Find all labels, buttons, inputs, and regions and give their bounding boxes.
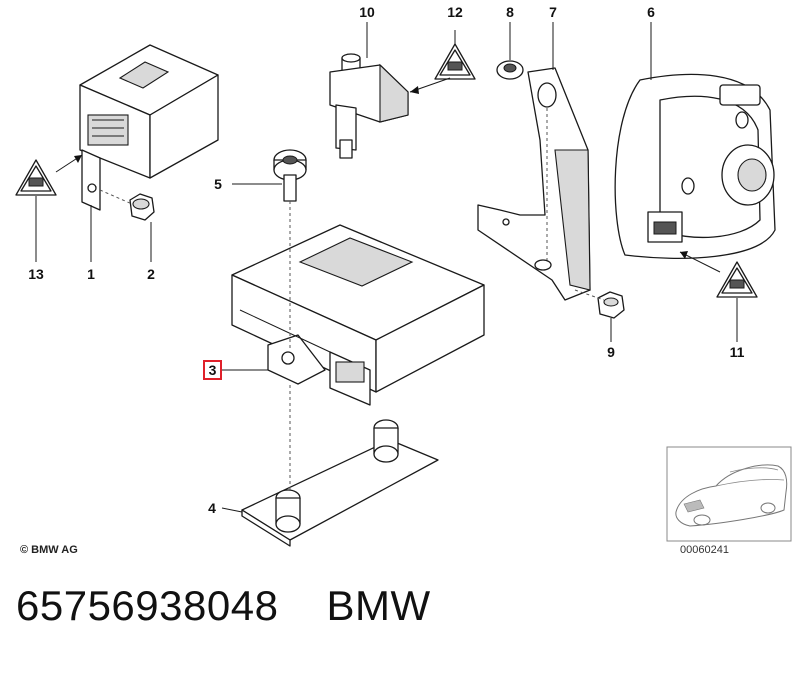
grommet-part-8[interactable] bbox=[496, 60, 524, 80]
car-icon bbox=[675, 464, 788, 527]
callout-1: 1 bbox=[87, 266, 95, 282]
warning-triangle-icon bbox=[434, 43, 476, 80]
bracket-part-7[interactable] bbox=[477, 67, 591, 301]
control-unit-part-3[interactable] bbox=[231, 224, 485, 406]
mounting-plate-part-4[interactable] bbox=[241, 419, 439, 547]
callout-5: 5 bbox=[214, 176, 222, 192]
callout-9: 9 bbox=[607, 344, 615, 360]
callout-12: 12 bbox=[447, 4, 463, 20]
callout-2: 2 bbox=[147, 266, 155, 282]
copyright-text: © BMW AG bbox=[20, 544, 78, 556]
nut-part-2[interactable] bbox=[129, 193, 155, 221]
callout-13: 13 bbox=[28, 266, 44, 282]
warning-triangle-icon bbox=[15, 159, 57, 196]
callout-7: 7 bbox=[549, 4, 557, 20]
callout-8: 8 bbox=[506, 4, 514, 20]
vehicle-thumbnail[interactable]: 00060241 bbox=[666, 446, 792, 556]
leader-lines bbox=[35, 22, 738, 513]
callout-3: 3 bbox=[209, 362, 217, 378]
assembly-lines bbox=[99, 108, 605, 492]
siren-part-6[interactable] bbox=[614, 73, 776, 260]
thumbnail-id: 00060241 bbox=[680, 544, 729, 556]
bolt-part-5[interactable] bbox=[273, 149, 307, 202]
part-caption: 65756938048 BMW bbox=[16, 582, 431, 630]
brand-name: BMW bbox=[326, 582, 431, 629]
warning-triangle-icon bbox=[716, 261, 758, 298]
callout-numbers: 10 12 8 7 6 5 13 1 2 3 4 9 11 bbox=[28, 4, 744, 516]
relay-module-part-1[interactable] bbox=[79, 44, 219, 211]
callout-10: 10 bbox=[359, 4, 375, 20]
nut-part-9[interactable] bbox=[597, 291, 625, 319]
callout-4: 4 bbox=[208, 500, 216, 516]
part-number: 65756938048 bbox=[16, 582, 279, 629]
switch-part-10[interactable] bbox=[329, 53, 409, 159]
callout-11: 11 bbox=[730, 344, 745, 360]
callout-6: 6 bbox=[647, 4, 655, 20]
callout-3-highlight bbox=[203, 360, 222, 380]
